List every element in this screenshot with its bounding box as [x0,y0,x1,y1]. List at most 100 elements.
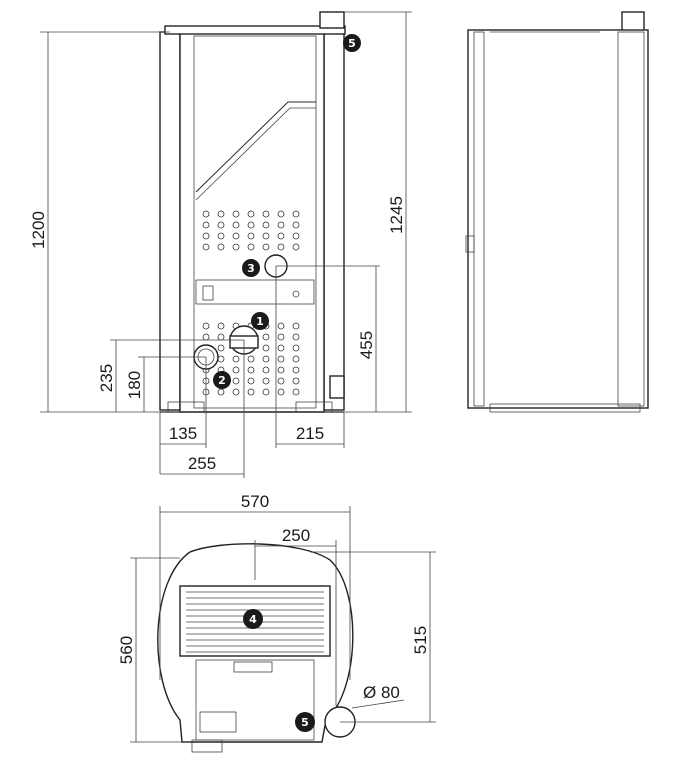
vent-hole [232,232,240,240]
vent-hole [262,221,270,229]
top-flue-pipe [319,11,345,29]
vent-hole [217,210,225,218]
vent-hole [262,243,270,251]
vent-hole [217,232,225,240]
svg-text:1: 1 [256,315,264,328]
vent-hole [217,344,225,352]
vent-hole [277,221,285,229]
vent-hole [202,232,210,240]
vent-hole [232,221,240,229]
dim-1200: 1200 [29,31,170,413]
vent-hole [202,221,210,229]
side-rear-panel [617,31,645,407]
dim-180: 180 [125,356,206,412]
dim-455-label: 455 [357,331,376,359]
vent-hole [232,355,240,363]
vent-hole [202,210,210,218]
plan-handle [233,661,273,673]
vent-hole [247,210,255,218]
vent-hole [232,243,240,251]
vent-hole [247,388,255,396]
vent-hole [277,377,285,385]
control-strip [195,279,315,305]
vent-hole [247,355,255,363]
dim-1245: 1245 [344,11,412,413]
marker-2: 2 [213,371,231,389]
dim-135: 135 [159,357,207,474]
marker-5-bottom: 5 [295,712,315,732]
bottom-flue-pipe [329,375,345,399]
side-elevation-view [465,11,649,413]
vent-hole [292,333,300,341]
dim-250: 250 [254,526,337,706]
vent-hole [247,377,255,385]
plan-lower-box [195,659,315,741]
vent-hole [262,344,270,352]
dim-255: 255 [160,340,245,478]
vent-hole [217,388,225,396]
top-rim [164,25,346,35]
vent-hole [262,355,270,363]
plan-foot [191,739,223,753]
vent-hole [217,355,225,363]
vent-hole [277,366,285,374]
dim-1245-label: 1245 [387,196,406,234]
back-elevation-view [159,11,346,413]
marker-1: 1 [251,312,269,330]
dim-235: 235 [97,339,244,412]
vent-hole [247,232,255,240]
dim-570: 570 [159,492,351,680]
vent-hole [277,388,285,396]
vent-hole [277,243,285,251]
vent-hole [292,210,300,218]
vent-hole [262,377,270,385]
vent-hole [262,366,270,374]
dim-560: 560 [117,557,190,743]
side-door-edge [473,31,485,407]
vent-hole [202,243,210,251]
vent-hole [247,243,255,251]
side-base [489,403,641,413]
inner-frame [193,35,317,409]
vent-hole [232,388,240,396]
vent-hole [217,333,225,341]
dim-diameter-80: Ø 80 [351,683,405,709]
dim-255-label: 255 [188,454,216,473]
vent-hole [202,333,210,341]
dim-570-label: 570 [241,492,269,511]
svg-text:5: 5 [301,716,309,729]
vent-hole [262,388,270,396]
vent-hole [217,221,225,229]
fuse-holder [292,290,300,298]
vent-hole [232,210,240,218]
vent-hole [277,355,285,363]
plan-view [157,543,356,753]
dim-180-label: 180 [125,371,144,399]
dim-215: 215 [275,266,345,448]
dim-515-label: 515 [411,626,430,654]
vent-hole [262,333,270,341]
vent-hole [292,243,300,251]
dim-135-label: 135 [169,424,197,443]
vent-hole [202,322,210,330]
dim-235-label: 235 [97,364,116,392]
vent-hole [277,232,285,240]
vent-hole [247,366,255,374]
dim-1200-label: 1200 [29,211,48,249]
plan-control-panel [199,711,237,733]
vent-hole [277,333,285,341]
vent-hole [292,322,300,330]
vent-hole [217,322,225,330]
vent-hole [262,232,270,240]
vent-hole [292,377,300,385]
vent-hole [262,210,270,218]
dim-560-label: 560 [117,636,136,664]
svg-text:2: 2 [218,374,226,387]
vent-hole [247,221,255,229]
vent-hole [232,366,240,374]
marker-5-top: 5 [343,34,361,52]
vent-hole [292,388,300,396]
vent-holes-upper [202,210,300,251]
vent-hole [277,210,285,218]
